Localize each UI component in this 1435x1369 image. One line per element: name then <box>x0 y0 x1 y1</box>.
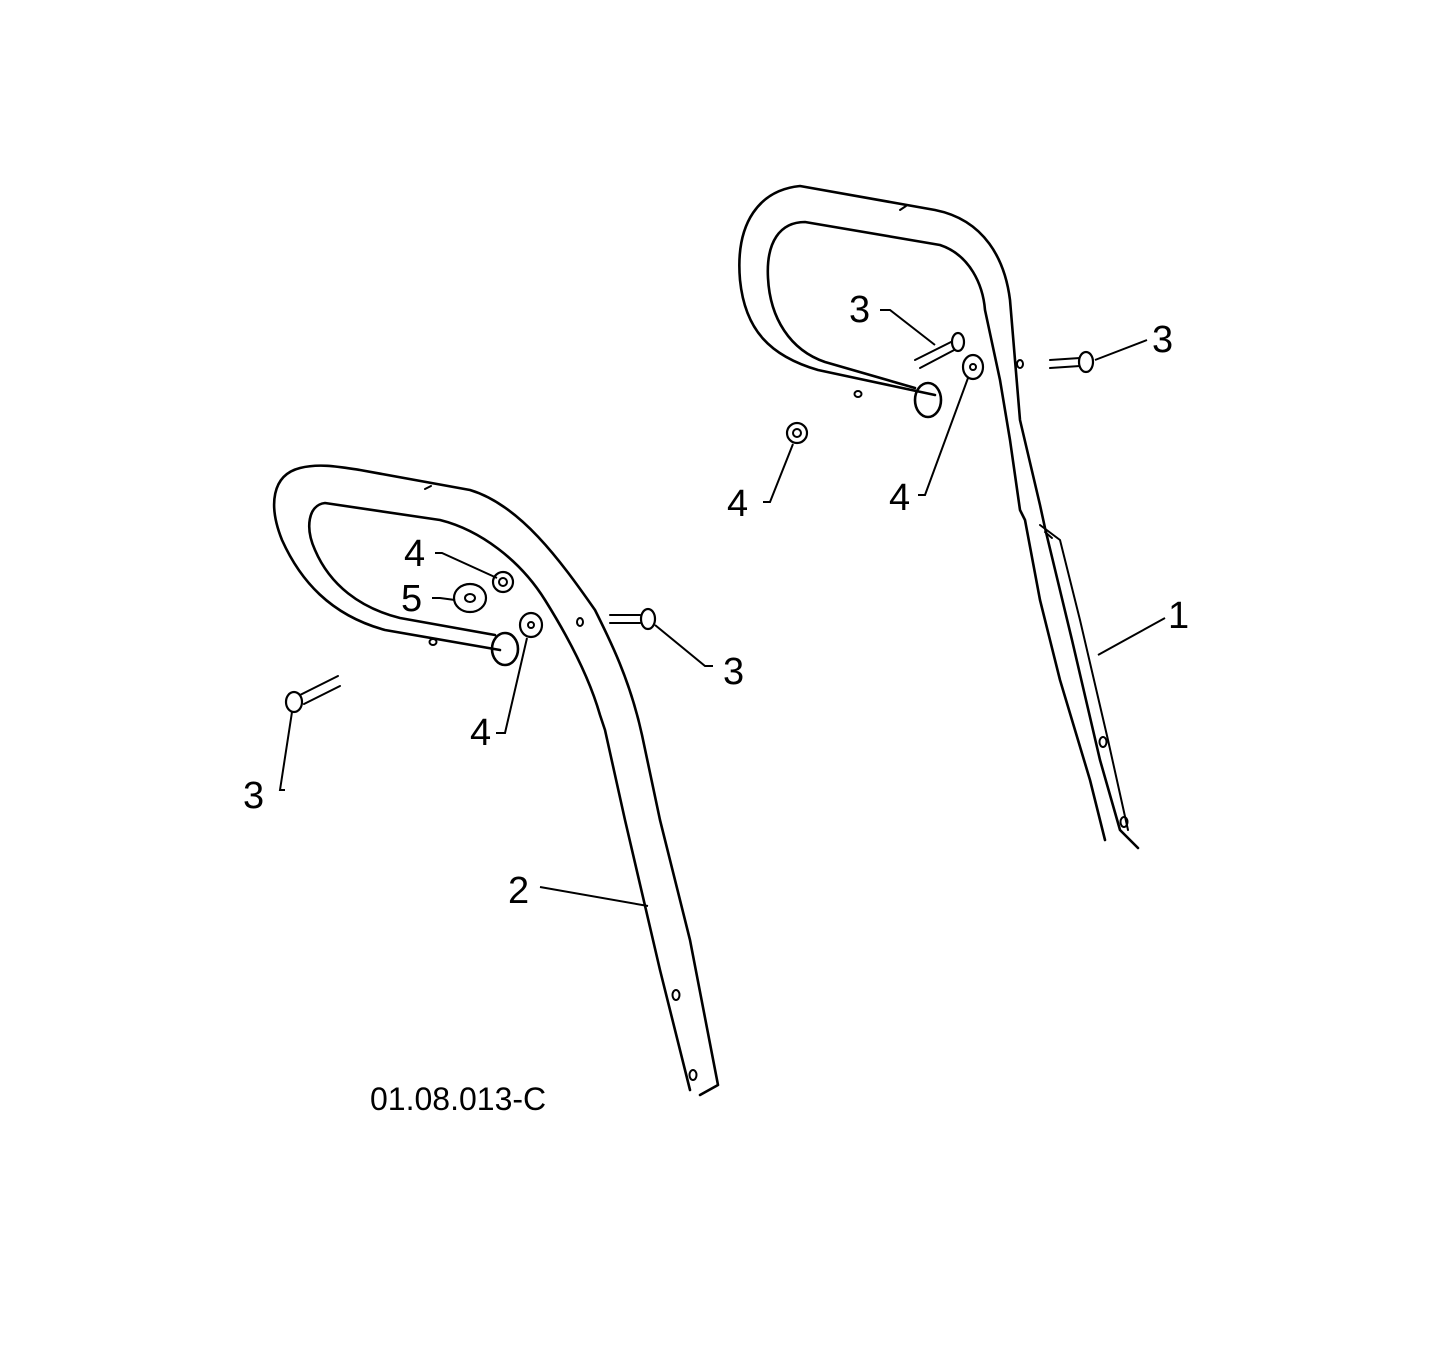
bolt-icon <box>1049 350 1095 374</box>
nut-icon <box>785 421 809 445</box>
callout-washer-left-lower: 4 <box>470 712 491 754</box>
callout-part-1: 1 <box>1168 595 1189 637</box>
callout-washer-left-large: 5 <box>401 578 422 620</box>
callout-bolt-left-lower: 3 <box>243 775 264 817</box>
handle-part-1 <box>738 184 1140 850</box>
bolt-icon <box>914 331 966 369</box>
leader-lines <box>278 309 1166 907</box>
callout-bolt-top-right: 3 <box>1152 319 1173 361</box>
washer-icon <box>961 353 985 381</box>
washer-icon <box>452 582 488 614</box>
callout-nut-left: 4 <box>404 533 425 575</box>
washer-icon <box>518 611 544 639</box>
figure-code: 01.08.013-C <box>370 1081 546 1117</box>
handle-part-2 <box>272 464 720 1097</box>
callout-part-2: 2 <box>508 870 529 912</box>
callout-washer-right: 4 <box>889 477 910 519</box>
bolt-icon <box>609 607 657 631</box>
callout-bolt-left-right: 3 <box>723 651 744 693</box>
callout-bolt-top-center: 3 <box>849 289 870 331</box>
callout-nut-right: 4 <box>727 483 748 525</box>
bolt-icon <box>284 675 341 714</box>
nut-icon <box>491 570 515 594</box>
